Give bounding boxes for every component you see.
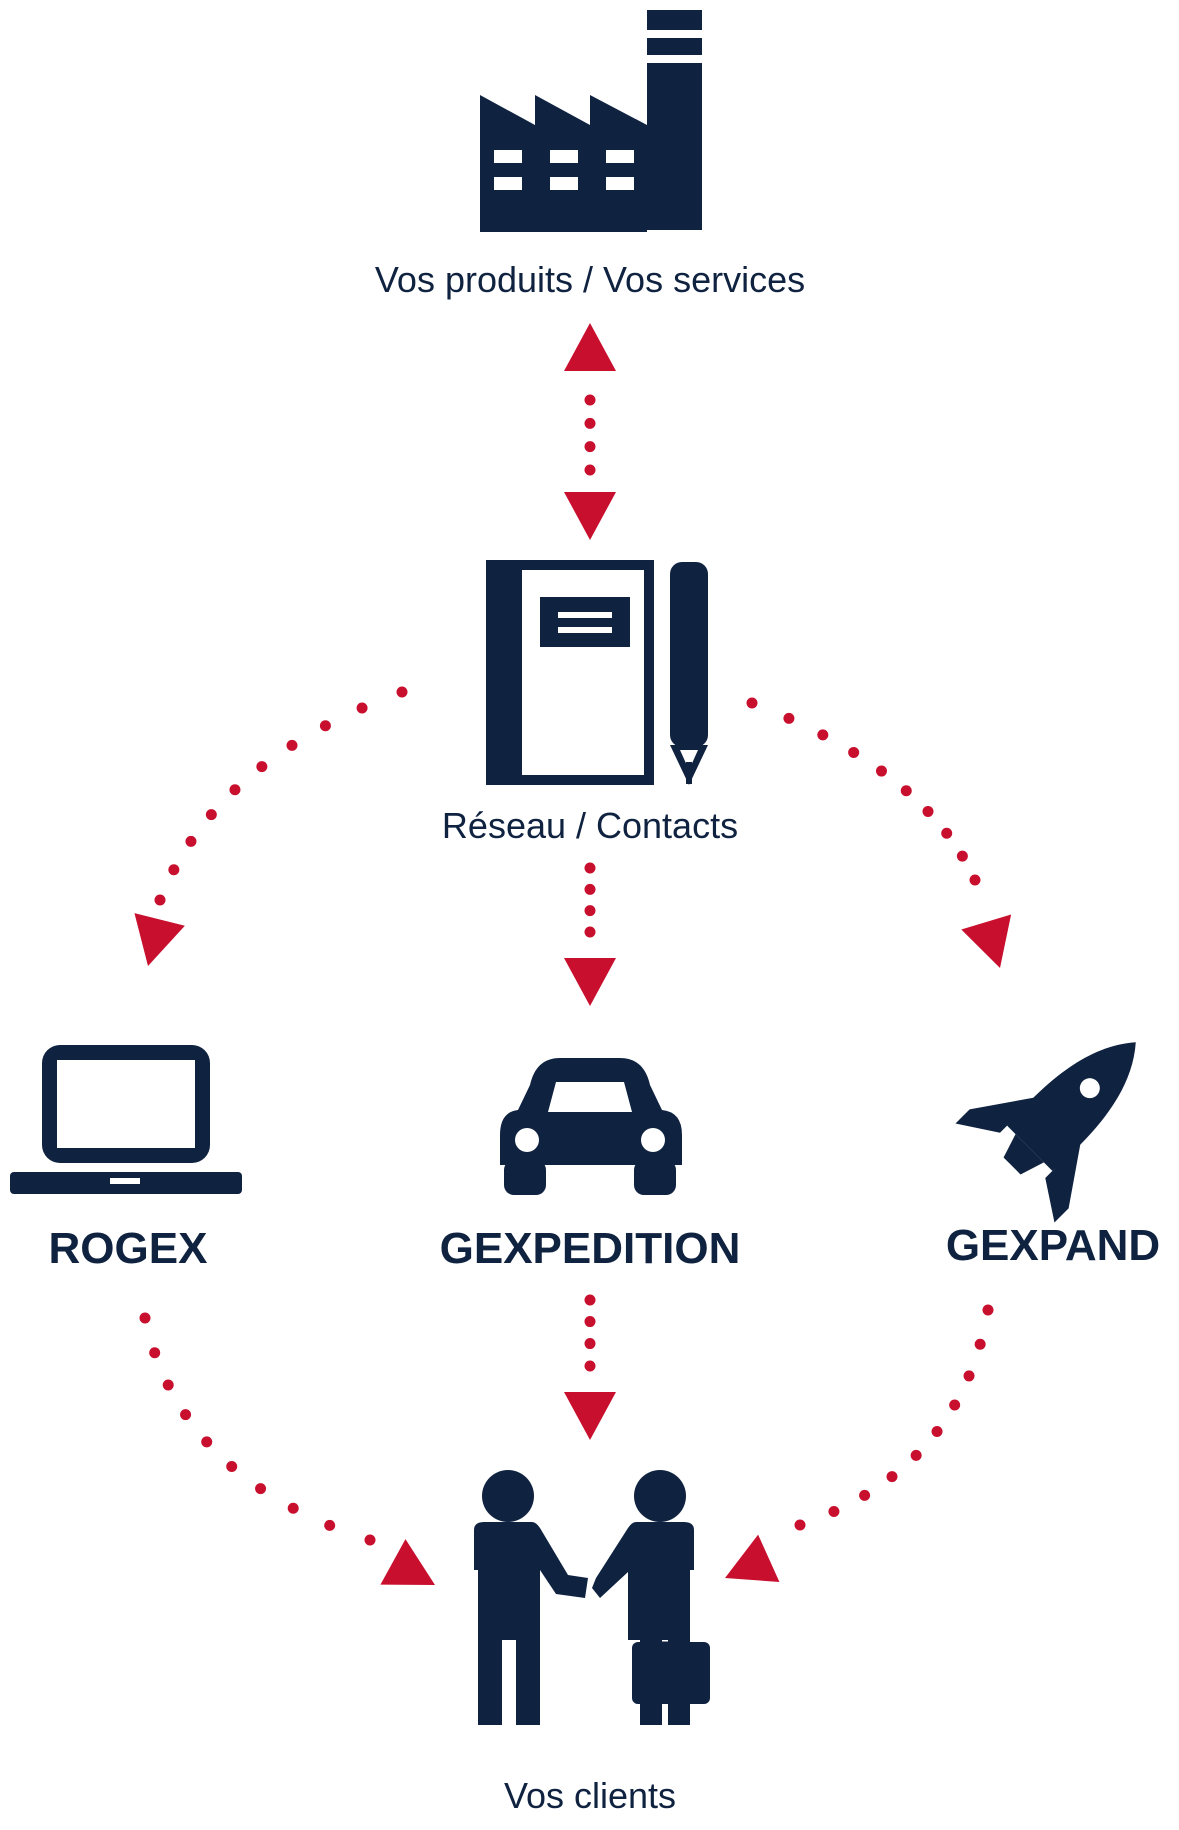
clients-label: Vos clients bbox=[504, 1775, 676, 1816]
arrowhead-clients-center bbox=[564, 1392, 616, 1440]
connector-network-rogex-dot bbox=[396, 686, 408, 698]
connector-gexpand-clients-dot bbox=[974, 1338, 986, 1350]
connector-rogex-clients-dot bbox=[162, 1379, 174, 1391]
connector-network-gexpand-dot bbox=[900, 785, 912, 797]
connector-rogex-clients-dot bbox=[226, 1461, 238, 1473]
connector-gexpand-clients-dot bbox=[931, 1425, 943, 1437]
connector-network-gexpand-dot bbox=[875, 765, 887, 777]
connector-network-rogex-dot bbox=[286, 739, 298, 751]
connector-rogex-clients-dot bbox=[364, 1534, 376, 1546]
car-icon bbox=[500, 1058, 682, 1195]
connector-network-rogex-dot bbox=[185, 835, 197, 847]
arrowhead-down-network bbox=[564, 492, 616, 540]
connector-gexpedition-clients-dot bbox=[584, 1338, 596, 1350]
connector-network-rogex-dot bbox=[168, 864, 180, 876]
connector-network-gexpedition-dot bbox=[584, 905, 596, 917]
connector-rogex-clients-dot bbox=[139, 1312, 151, 1324]
connector-gexpand-clients-dot bbox=[910, 1449, 922, 1461]
connector-rogex-clients-dot bbox=[149, 1347, 161, 1359]
connector-gexpedition-clients-dot bbox=[584, 1294, 596, 1306]
connector-rogex-clients-dot bbox=[255, 1483, 267, 1495]
gexpedition-label: GEXPEDITION bbox=[440, 1224, 741, 1273]
connector-gexpedition-clients-dot bbox=[584, 1360, 596, 1372]
connector-gexpand-clients-dot bbox=[886, 1471, 898, 1483]
connector-network-rogex-dot bbox=[356, 702, 368, 714]
network-label: Réseau / Contacts bbox=[442, 805, 738, 846]
connector-gexpand-clients-dot bbox=[859, 1489, 871, 1501]
connector-network-gexpand-dot bbox=[783, 712, 795, 724]
gexpand-label: GEXPAND bbox=[946, 1221, 1160, 1270]
connector-network-gexpand-dot bbox=[922, 805, 934, 817]
connector-factory-network-dot bbox=[584, 441, 596, 453]
connector-network-gexpand-dot bbox=[941, 827, 953, 839]
connector-network-gexpand-dot bbox=[817, 729, 829, 741]
factory-icon bbox=[480, 10, 702, 232]
connector-gexpand-clients-dot bbox=[794, 1519, 806, 1531]
rocket-icon bbox=[955, 1042, 1136, 1223]
connector-rogex-clients-dot bbox=[324, 1519, 336, 1531]
arrowhead-clients-right bbox=[725, 1534, 780, 1583]
connector-gexpand-clients-dot bbox=[982, 1304, 994, 1316]
connector-gexpand-clients-dot bbox=[949, 1399, 961, 1411]
connector-gexpand-clients-dot bbox=[963, 1370, 975, 1382]
connector-factory-network-dot bbox=[584, 417, 596, 429]
connector-network-rogex-dot bbox=[154, 894, 166, 906]
connector-network-rogex-dot bbox=[229, 784, 241, 796]
rogex-label: ROGEX bbox=[49, 1224, 208, 1273]
arrowhead-rogex bbox=[134, 913, 185, 966]
arrowhead-clients-left bbox=[380, 1539, 435, 1585]
connector-network-gexpedition-dot bbox=[584, 862, 596, 874]
connector-gexpedition-clients-dot bbox=[584, 1316, 596, 1328]
connector-arrows bbox=[134, 323, 1012, 1585]
connector-rogex-clients-dot bbox=[180, 1409, 192, 1421]
connector-network-rogex-dot bbox=[319, 720, 331, 732]
connector-network-gexpand-dot bbox=[746, 697, 758, 709]
connector-rogex-clients-dot bbox=[287, 1502, 299, 1514]
connector-network-gexpand-dot bbox=[956, 850, 968, 862]
connector-network-gexpedition-dot bbox=[584, 883, 596, 895]
connector-factory-network-dot bbox=[584, 464, 596, 476]
arrowhead-gexpedition bbox=[564, 958, 616, 1006]
factory-label: Vos produits / Vos services bbox=[375, 259, 805, 300]
connector-network-gexpand-dot bbox=[969, 874, 981, 886]
connector-network-rogex-dot bbox=[205, 809, 217, 821]
connector-network-rogex-dot bbox=[256, 761, 268, 773]
connector-gexpand-clients-dot bbox=[828, 1505, 840, 1517]
arrowhead-gexpand bbox=[961, 914, 1012, 968]
connector-factory-network-dot bbox=[584, 394, 596, 406]
laptop-icon bbox=[10, 1045, 242, 1194]
arrowhead-up-factory bbox=[564, 323, 616, 371]
handshake-icon bbox=[474, 1470, 710, 1725]
notebook-pen-icon bbox=[486, 560, 708, 785]
connector-network-gexpedition-dot bbox=[584, 926, 596, 938]
connector-rogex-clients-dot bbox=[201, 1436, 213, 1448]
connector-network-gexpand-dot bbox=[848, 746, 860, 758]
